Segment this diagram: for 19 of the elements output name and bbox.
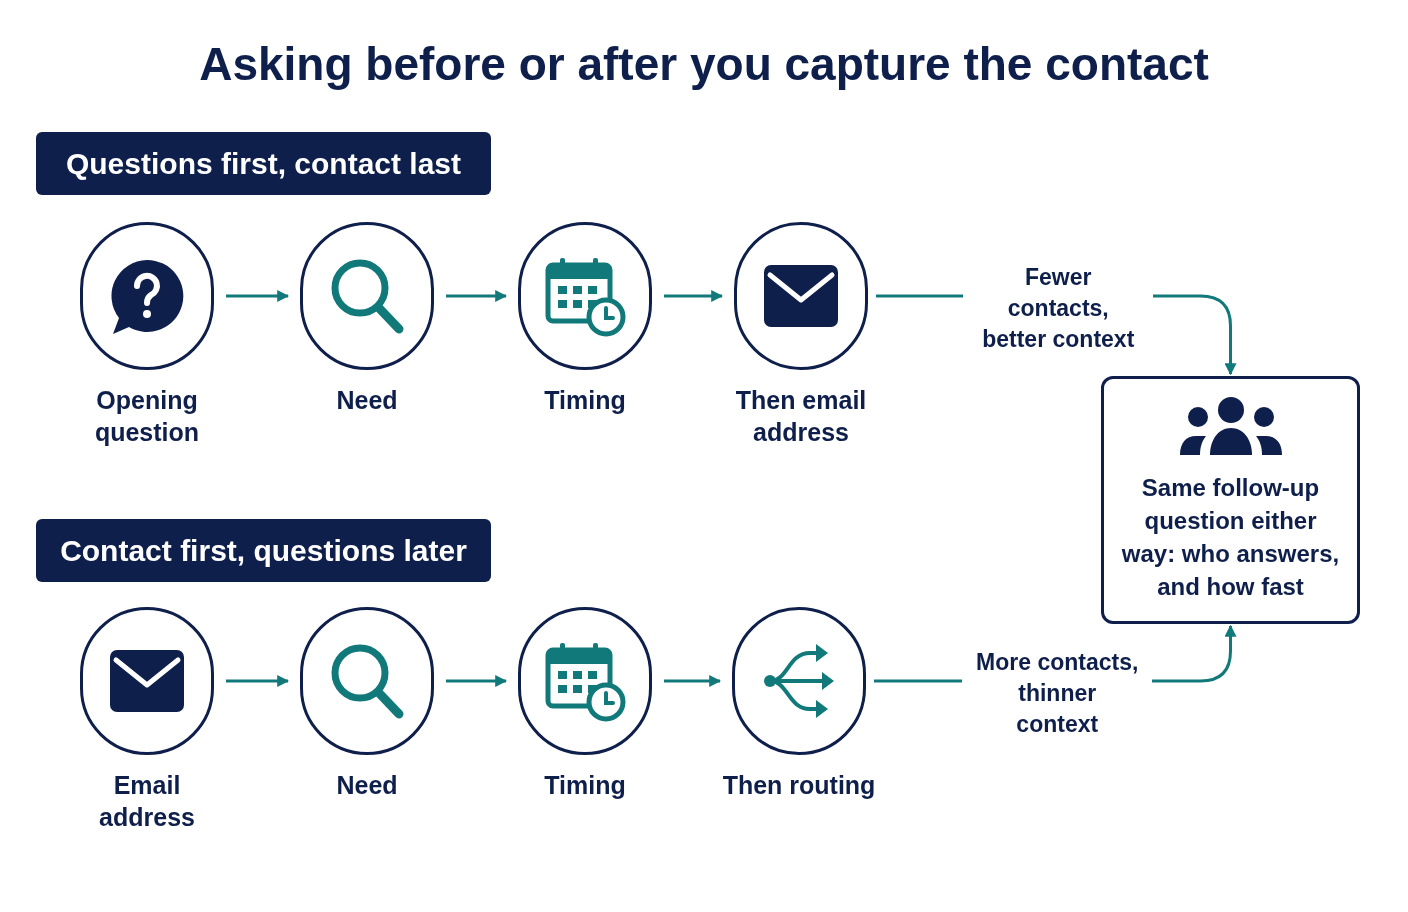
arrow xyxy=(664,290,724,302)
outcome-box xyxy=(1101,376,1360,624)
step-label: Need xyxy=(336,770,398,801)
step-label: Then email address xyxy=(734,385,868,448)
arrow xyxy=(664,675,722,687)
arrow xyxy=(446,675,508,687)
step-label: Timing xyxy=(544,385,626,416)
step-label: Opening question xyxy=(93,385,201,448)
step-label: Need xyxy=(336,385,398,416)
step-label: Then routing xyxy=(722,770,876,801)
step-label: Timing xyxy=(544,770,626,801)
step-label: Email address xyxy=(98,770,196,833)
arrow xyxy=(226,290,290,302)
arrow xyxy=(446,290,508,302)
title: Asking before or after you capture the contact xyxy=(199,37,1209,92)
outcome-text: Same follow-up question either way: who answers, and how fast xyxy=(1120,473,1341,602)
section-banner: Questions first, contact last xyxy=(36,132,491,195)
arrow xyxy=(226,675,290,687)
section-banner: Contact first, questions later xyxy=(36,519,491,582)
